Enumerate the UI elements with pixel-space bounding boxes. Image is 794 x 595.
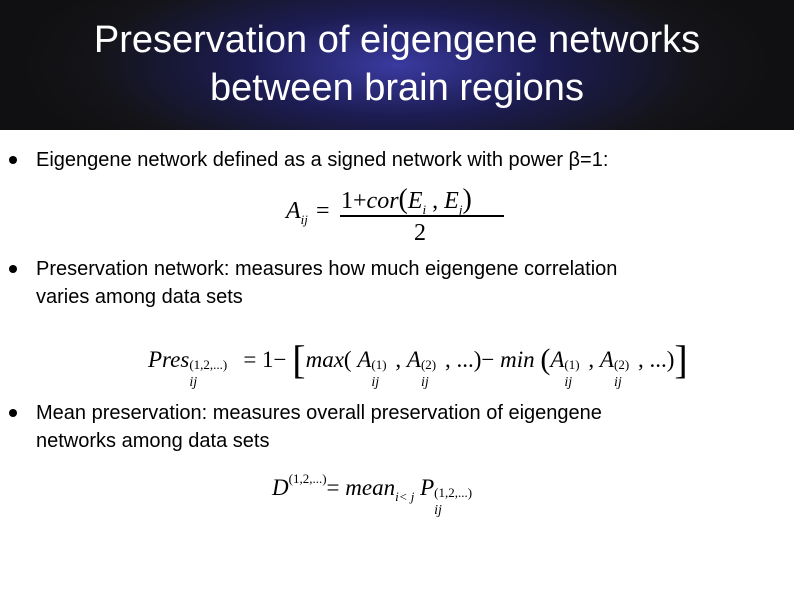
preservation-one-minus: = 1−	[243, 347, 287, 372]
slide-title-line2: between brain regions	[210, 67, 584, 109]
bullet-text: Mean preservation: measures overall pres…	[36, 402, 602, 452]
adjacency-numerator: 1+cor(Ei , Ej)	[341, 184, 472, 217]
mean-sub: i< j	[395, 489, 415, 504]
slide-title: Preservation of eigengene networks betwe…	[20, 16, 774, 112]
adjacency-denominator: 2	[414, 220, 426, 246]
adjacency-equals: =	[316, 198, 330, 224]
slide-title-line1: Preservation of eigengene networks	[93, 19, 701, 61]
bullet-text: Eigengene network defined as a signed ne…	[36, 149, 609, 171]
adjacency-lhs: Aij	[286, 198, 308, 227]
max-operator: max	[305, 347, 344, 372]
d-lhs: D	[272, 475, 289, 500]
bullet-dot	[9, 265, 17, 273]
fraction-bar	[340, 215, 504, 217]
min-operator: min	[500, 347, 535, 372]
bullet-dot	[9, 409, 17, 417]
bullet-text: Preservation network: measures how much …	[36, 258, 618, 308]
bullet-dot	[9, 156, 17, 164]
mean-operator: mean	[345, 475, 396, 500]
title-bar: Preservation of eigengene networks betwe…	[0, 0, 794, 130]
left-bracket: [	[292, 337, 306, 382]
d-sup: (1,2,...)	[288, 471, 327, 486]
right-bracket: ]	[674, 337, 688, 382]
